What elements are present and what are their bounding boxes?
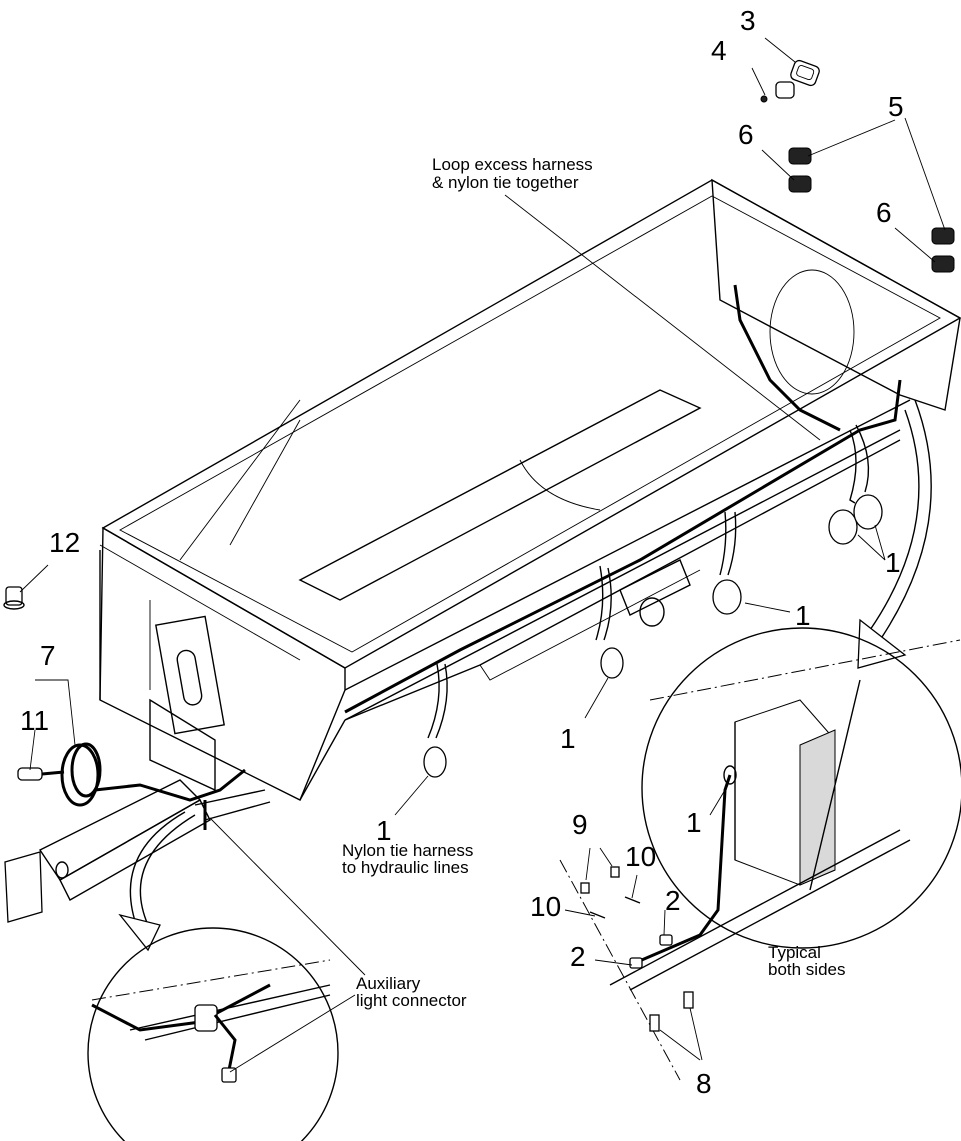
note-loop-line1: Loop excess harness (432, 155, 593, 174)
detail-view-right (559, 627, 961, 1081)
callout-4: 4 (711, 35, 727, 66)
callout-7: 7 (40, 640, 56, 671)
note-loop-line2: & nylon tie together (432, 173, 579, 192)
annotation-notes: Loop excess harness & nylon tie together… (342, 155, 846, 1010)
note-nylon-line1: Nylon tie harness (342, 841, 473, 860)
nylon-clamp-icon (423, 494, 883, 778)
routing-arrows (118, 399, 932, 952)
note-typical-line1: Typical (768, 943, 821, 962)
note-aux-line1: Auxiliary (356, 974, 421, 993)
beacon-part (3, 586, 25, 610)
note-aux-line2: light connector (356, 991, 467, 1010)
callout-2-upper: 2 (665, 885, 681, 916)
callout-1-lower: 1 (560, 723, 576, 754)
callout-2-lower: 2 (570, 941, 586, 972)
callout-6a: 6 (738, 119, 754, 150)
callout-12: 12 (49, 527, 80, 558)
marker-lamp-icon (788, 147, 955, 273)
callout-1-mid: 1 (795, 600, 811, 631)
callout-5: 5 (888, 91, 904, 122)
callout-9: 9 (572, 809, 588, 840)
detail-view-left (87, 927, 339, 1141)
note-nylon-line2: to hydraulic lines (342, 858, 469, 877)
callout-10-left: 10 (530, 891, 561, 922)
callout-11: 11 (20, 705, 49, 736)
callout-1-detail: 1 (686, 807, 702, 838)
leader-lines (19, 37, 946, 1073)
note-typical-line2: both sides (768, 960, 846, 979)
bolt-icon (580, 866, 694, 1032)
spreader-box (99, 178, 961, 801)
callout-labels: 3 4 5 6 6 12 7 11 1 1 1 1 1 9 10 10 2 2 … (20, 5, 904, 1099)
callout-6b: 6 (876, 197, 892, 228)
marker-lamp-group (760, 59, 955, 273)
callout-1-right: 1 (885, 547, 901, 578)
hitch-tongue (4, 742, 271, 923)
callout-1-left: 1 (376, 815, 392, 846)
callout-10-right: 10 (625, 841, 656, 872)
callout-3: 3 (740, 5, 756, 36)
callout-8: 8 (696, 1068, 712, 1099)
